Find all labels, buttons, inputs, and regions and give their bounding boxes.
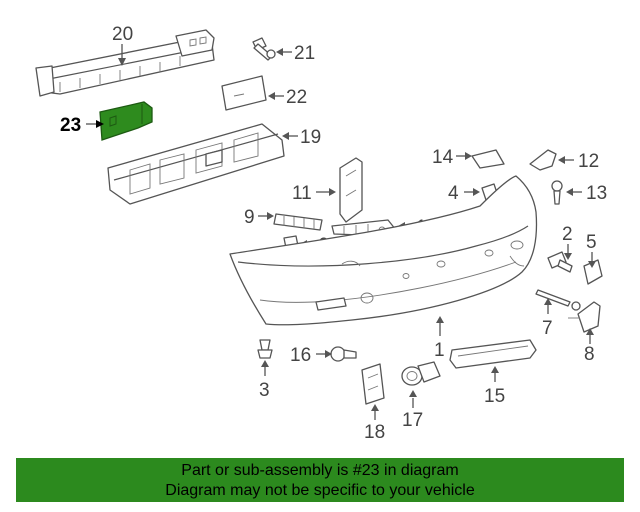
info-banner: Part or sub-assembly is #23 in diagram D… [16, 458, 624, 502]
arrow-9 [267, 212, 274, 220]
arrow-14 [465, 152, 472, 160]
part-17-park-sensor[interactable] [401, 361, 441, 386]
arrow-5 [588, 261, 596, 268]
arrow-13 [566, 188, 573, 196]
arrow-4 [473, 188, 480, 196]
part-22-plate[interactable] [221, 75, 267, 111]
callout-19[interactable]: 19 [300, 127, 321, 148]
callout-21[interactable]: 21 [294, 43, 315, 64]
part-12-clip[interactable] [529, 149, 557, 171]
arrow-18 [371, 404, 379, 411]
arrow-2 [564, 253, 572, 260]
callout-1[interactable]: 1 [434, 340, 445, 361]
part-21-bolt[interactable] [252, 37, 276, 61]
callout-2[interactable]: 2 [562, 224, 573, 245]
arrow-15 [491, 366, 499, 373]
part-20-reinforcement-beam[interactable] [35, 29, 215, 97]
parts-diagram: 20 21 22 23 19 11 [35, 24, 607, 443]
part-2-bolt[interactable] [547, 251, 573, 273]
arrow-20 [118, 58, 126, 66]
arrow-17 [409, 390, 417, 397]
arrow-7 [544, 298, 552, 305]
arrow-22 [268, 92, 275, 100]
callout-11[interactable]: 11 [292, 183, 312, 204]
arrow-3 [261, 360, 269, 367]
callout-18[interactable]: 18 [364, 422, 385, 443]
callout-16[interactable]: 16 [290, 345, 311, 366]
callout-9[interactable]: 9 [244, 207, 255, 228]
part-15-reflector[interactable] [449, 339, 537, 369]
arrow-1 [436, 316, 444, 323]
part-16-bolt[interactable] [330, 346, 357, 362]
banner-line-1: Part or sub-assembly is #23 in diagram [181, 462, 459, 479]
part-18-sensor-bracket[interactable] [361, 363, 385, 405]
arrow-19 [282, 132, 289, 140]
arrow-11 [329, 188, 336, 196]
part-19-absorber[interactable] [107, 123, 285, 205]
callout-7[interactable]: 7 [542, 318, 553, 339]
callout-17[interactable]: 17 [402, 410, 423, 431]
banner-line-2: Diagram may not be specific to your vehi… [165, 482, 475, 499]
callout-5[interactable]: 5 [586, 232, 597, 253]
arrow-16 [325, 350, 332, 358]
part-8-cover[interactable] [568, 301, 601, 333]
part-14-plate[interactable] [471, 149, 505, 169]
arrow-8 [586, 328, 594, 335]
callout-8[interactable]: 8 [584, 344, 595, 365]
callout-4[interactable]: 4 [448, 183, 459, 204]
arrow-21 [276, 48, 283, 56]
callout-3[interactable]: 3 [259, 380, 270, 401]
callout-15[interactable]: 15 [484, 386, 505, 407]
callout-14[interactable]: 14 [432, 147, 454, 168]
callout-23[interactable]: 23 [60, 115, 81, 136]
callout-13[interactable]: 13 [586, 183, 607, 204]
part-13-screw[interactable] [551, 180, 563, 205]
part-23-bracket[interactable] [99, 101, 153, 141]
part-11-side-bracket[interactable] [339, 157, 363, 223]
arrow-23 [96, 120, 104, 128]
callout-20[interactable]: 20 [112, 24, 133, 45]
part-3-screw[interactable] [257, 339, 273, 359]
part-1-bumper-cover[interactable] [229, 175, 538, 326]
arrow-12 [558, 156, 565, 164]
part-9-retainer[interactable] [273, 213, 323, 231]
part-7-eye-bolt[interactable] [535, 289, 581, 311]
callout-22[interactable]: 22 [286, 87, 307, 108]
callout-12[interactable]: 12 [578, 151, 599, 172]
